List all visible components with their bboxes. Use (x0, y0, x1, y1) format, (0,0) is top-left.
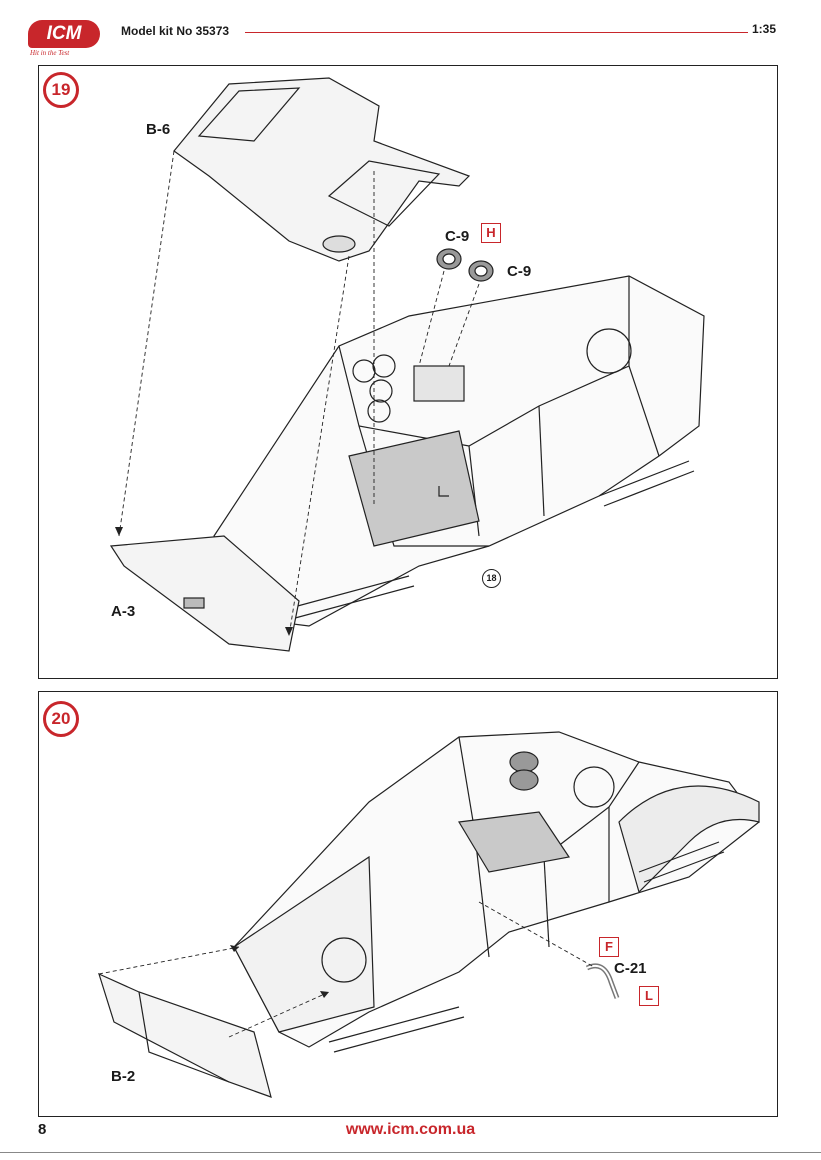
step-19-assembly-drawing (109, 77, 705, 652)
paint-ref-f: F (599, 937, 619, 957)
logo-text: ICM (46, 23, 82, 44)
logo-tagline: Hit in the Test (30, 49, 70, 57)
logo-mark: ICM (28, 20, 100, 48)
step-20-number: 20 (43, 701, 79, 737)
step-20-assembly-drawing (98, 731, 760, 1098)
bottom-rule (0, 1152, 821, 1153)
icm-logo: ICM Hit in the Test (22, 18, 108, 62)
part-label-c21: C-21 (614, 960, 647, 977)
part-label-b6: B-6 (146, 121, 171, 138)
scale-label: 1:35 (752, 22, 777, 36)
paint-ref-l: L (639, 986, 659, 1006)
step-20-panel: 20 F C-21 L B-2 (38, 691, 778, 1117)
website-link[interactable]: www.icm.com.ua (345, 1121, 476, 1138)
part-label-b2: B-2 (111, 1068, 136, 1085)
part-label-c9-right: C-9 (507, 263, 532, 280)
step-19-number: 19 (43, 72, 79, 108)
step-ref-18: 18 (482, 569, 501, 588)
kit-title: Model kit No 35373 (121, 24, 230, 38)
step-19-panel: 19 B-6 C-9 H C-9 A-3 18 (38, 65, 778, 679)
part-label-c9-left: C-9 (445, 228, 470, 245)
page-number: 8 (38, 1121, 47, 1138)
header-rule (245, 32, 748, 33)
part-label-a3: A-3 (111, 603, 136, 620)
paint-ref-h: H (481, 223, 501, 243)
